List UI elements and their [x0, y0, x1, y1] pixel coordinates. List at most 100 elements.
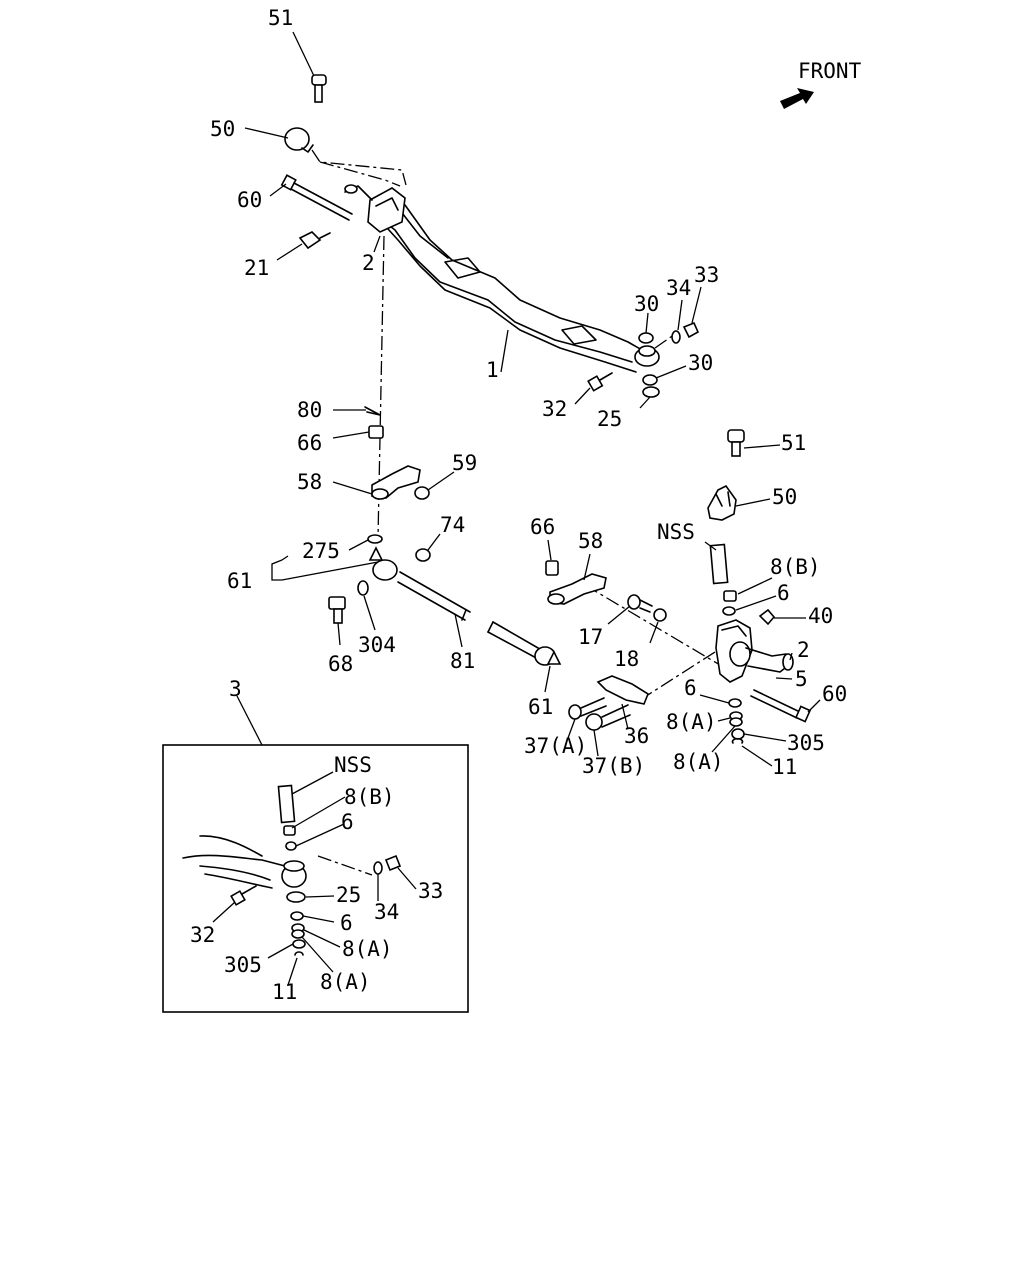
callout-6: 6	[777, 581, 790, 605]
bolt-68	[328, 596, 346, 624]
bushing-8a-right	[729, 711, 743, 727]
callout-275: 275	[302, 539, 340, 563]
washer-6-upper	[722, 606, 736, 616]
inset-snap-ring-11	[294, 951, 304, 956]
bolt-32	[587, 372, 613, 392]
nut-59	[414, 486, 430, 500]
inset-bearing-25	[286, 891, 306, 903]
callout-58-right: 58	[578, 529, 603, 553]
callout-81: 81	[450, 649, 475, 673]
inset-callout-6-lower: 6	[340, 911, 353, 935]
callout-68: 68	[328, 652, 353, 676]
cotter-pin-80	[364, 406, 381, 416]
bushing-8b	[723, 590, 737, 602]
nut-66-left	[368, 425, 384, 439]
callout-50-right: 50	[772, 485, 797, 509]
inset-washer-305	[292, 939, 306, 949]
inset-callout-34: 34	[374, 900, 399, 924]
bolt-60-right	[750, 689, 812, 723]
inset-callout-11: 11	[272, 980, 297, 1004]
callout-6-lower: 6	[684, 676, 697, 700]
callout-30-lower: 30	[688, 351, 713, 375]
nut-74	[415, 548, 431, 562]
tie-rod-end-left	[372, 559, 398, 581]
inset-axle-end	[182, 835, 307, 889]
callout-80: 80	[297, 398, 322, 422]
ball-stud-left	[368, 546, 384, 561]
washer-18	[653, 608, 667, 622]
inset-nut-33	[384, 854, 402, 872]
callout-60-right: 60	[822, 682, 847, 706]
callout-66: 66	[297, 431, 322, 455]
bolt-51-right	[727, 429, 745, 457]
callout-2-right: 2	[797, 638, 810, 662]
callout-5: 5	[795, 667, 808, 691]
callout-21: 21	[244, 256, 269, 280]
inset-callout-nss: NSS	[334, 753, 372, 777]
callout-304: 304	[358, 633, 396, 657]
inset-washer-6-upper	[285, 841, 297, 851]
inset-king-pin-nss	[277, 784, 296, 824]
callout-51: 51	[268, 6, 293, 30]
callout-34: 34	[666, 276, 691, 300]
callout-37b: 37(B)	[582, 754, 645, 778]
king-pin-nss	[709, 543, 729, 585]
callout-60: 60	[237, 188, 262, 212]
callout-8a-lower: 8(A)	[673, 750, 724, 774]
knuckle-2-right	[715, 619, 794, 683]
inset-bolt-32	[230, 885, 257, 906]
callout-59: 59	[452, 451, 477, 475]
callout-51-right: 51	[781, 431, 806, 455]
callout-37a: 37(A)	[524, 734, 587, 758]
grease-fitting-21	[298, 231, 331, 250]
front-label: FRONT	[798, 59, 862, 83]
callout-25: 25	[597, 407, 622, 431]
seal-275	[367, 534, 383, 544]
callouts: 51 50 60 21 2 1 30 34 33 30 32 25 80 66 …	[190, 6, 847, 1004]
callout-30: 30	[634, 292, 659, 316]
cap-50-right	[707, 484, 737, 521]
inset-callout-6: 6	[341, 810, 354, 834]
bolt-17	[627, 594, 653, 613]
washer-6-lower	[728, 698, 742, 708]
callout-66-right: 66	[530, 515, 555, 539]
callout-40: 40	[808, 604, 833, 628]
bolt-51-top	[311, 74, 327, 103]
callout-36: 36	[624, 724, 649, 748]
callout-32: 32	[542, 397, 567, 421]
cap-50-top	[284, 127, 314, 153]
tie-rod-81	[397, 571, 562, 666]
callout-61: 61	[227, 569, 252, 593]
bearing-25	[642, 386, 660, 398]
bolt-37b	[585, 704, 631, 731]
inset-label: 3	[229, 677, 242, 701]
inset-callout-8a: 8(A)	[342, 937, 393, 961]
callout-11: 11	[772, 755, 797, 779]
axle-beam	[367, 187, 660, 373]
callout-2: 2	[362, 251, 375, 275]
callout-1: 1	[486, 358, 499, 382]
spindle-top	[344, 184, 373, 201]
callout-33: 33	[694, 263, 719, 287]
callout-nss: NSS	[657, 520, 695, 544]
inset-callout-25: 25	[336, 883, 361, 907]
washer-34	[671, 330, 681, 344]
nut-40	[758, 608, 776, 626]
inset-callout-8a-lower: 8(A)	[320, 970, 371, 994]
callout-8a: 8(A)	[666, 710, 717, 734]
callout-305: 305	[787, 731, 825, 755]
bolt-37a	[568, 697, 607, 720]
inset-callout-8b: 8(B)	[344, 785, 395, 809]
bolt-60-top	[280, 174, 353, 221]
callout-58: 58	[297, 470, 322, 494]
callout-61-right: 61	[528, 695, 553, 719]
callout-17: 17	[578, 625, 603, 649]
callout-50: 50	[210, 117, 235, 141]
inset-frame	[162, 744, 469, 1013]
washer-30-bottom	[642, 374, 658, 386]
callout-8b: 8(B)	[770, 555, 821, 579]
washer-30-top	[638, 332, 654, 344]
callout-74: 74	[440, 513, 465, 537]
inset-bushing-8a	[291, 923, 305, 939]
